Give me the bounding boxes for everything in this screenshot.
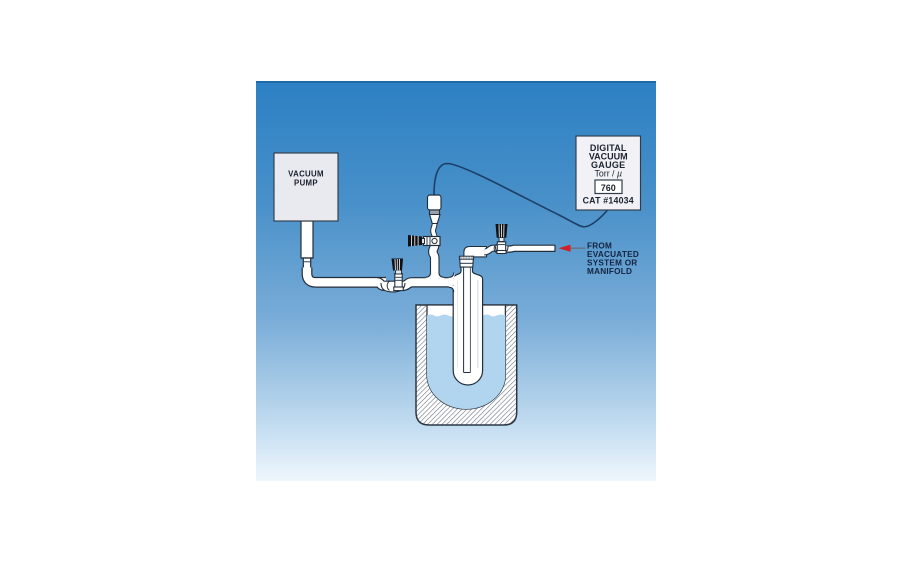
svg-text:VACUUM: VACUUM: [589, 152, 628, 162]
svg-text:PUMP: PUMP: [294, 178, 318, 187]
svg-text:MANIFOLD: MANIFOLD: [587, 267, 632, 276]
svg-text:FROM: FROM: [587, 241, 612, 250]
svg-text:CAT #14034: CAT #14034: [583, 195, 634, 205]
svg-text:760: 760: [601, 183, 616, 193]
svg-text:SYSTEM OR: SYSTEM OR: [587, 258, 637, 267]
svg-text:Torr / µ: Torr / µ: [594, 168, 622, 178]
svg-text:DIGITAL: DIGITAL: [590, 143, 627, 153]
svg-text:VACUUM: VACUUM: [288, 170, 324, 179]
svg-text:EVACUATED: EVACUATED: [587, 250, 639, 259]
svg-text:GAUGE: GAUGE: [591, 160, 626, 170]
